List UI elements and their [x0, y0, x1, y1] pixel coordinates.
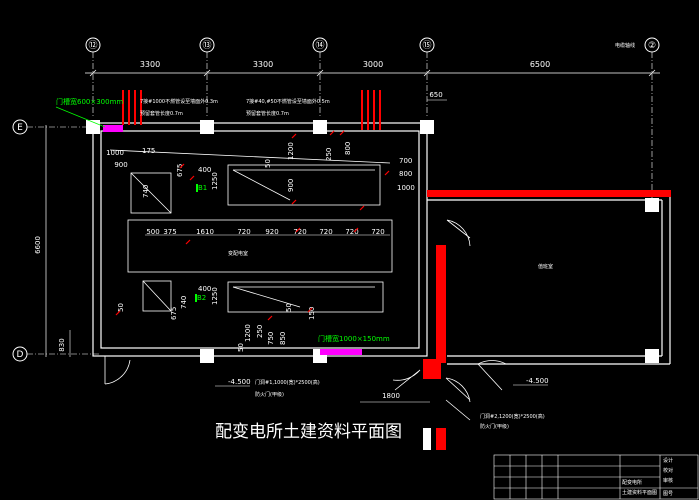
axis-bubble-12: ⑫ — [85, 37, 101, 118]
span-dim-4: 6500 — [530, 60, 550, 69]
axis-label-13: ⑬ — [202, 40, 211, 51]
dim-830: 830 — [58, 338, 66, 351]
red-walls — [423, 190, 671, 450]
dim-850b: 850 — [279, 332, 287, 345]
dim-800b: 800 — [399, 170, 412, 178]
svg-text:E: E — [17, 123, 23, 133]
axis-bubble-14: ⑭ — [312, 37, 328, 118]
outer-walls — [92, 122, 671, 365]
dim-400b: 400 — [198, 285, 211, 293]
title-block-review: 审核 — [663, 477, 673, 484]
row-dim-9: 720 — [371, 228, 384, 236]
span-dim-2: 3300 — [253, 60, 273, 69]
note-top-mid-2: 预留套管长度0.7m — [246, 110, 289, 117]
axis-label-2: ② — [648, 41, 656, 51]
title-block-design: 设计 — [663, 457, 673, 464]
axis-label-12: ⑫ — [88, 40, 97, 51]
label-B2: B2 — [197, 294, 206, 302]
note-top-mid-1: 7接#40,#50不燃管设至墙面外0.5m — [246, 98, 330, 105]
note-top-left-2: 预留套管长度0.7m — [140, 110, 183, 117]
label-B1: B1 — [198, 184, 207, 192]
level-right: -4.500 — [526, 377, 549, 385]
dim-1000: 1000 — [106, 149, 124, 157]
dim-675a: 675 — [176, 164, 184, 177]
equipment-upper — [109, 149, 393, 313]
row-dim-4: 720 — [237, 228, 250, 236]
dim-175: 175 — [142, 147, 155, 155]
dim-740b: 740 — [180, 296, 188, 309]
row-dim-5: 920 — [265, 228, 278, 236]
trench-top-marker — [103, 125, 123, 132]
doors — [104, 219, 507, 421]
row-dim-2: 375 — [163, 228, 176, 236]
svg-text:D: D — [17, 350, 24, 360]
dim-150: 150 — [308, 307, 316, 320]
offset-dim-650: 650 — [429, 91, 442, 99]
dim-675b: 675 — [170, 307, 178, 320]
axis-bubble-15: ⑮ — [419, 37, 435, 118]
dim-1000b: 1000 — [397, 184, 415, 192]
axis-label-15: ⑮ — [422, 40, 431, 51]
note-trench-top: 门槽宽600×300mm — [56, 97, 123, 106]
row-dim-8: 720 — [345, 228, 358, 236]
door-note-right-2: 防火门(甲级) — [480, 423, 509, 430]
dim-50b: 50 — [117, 303, 125, 312]
dim-250a: 250 — [325, 148, 333, 161]
room-label-right: 值班室 — [538, 263, 553, 270]
room-label-main: 变配电室 — [228, 250, 248, 257]
dim-50d: 50 — [285, 303, 293, 312]
dim-700: 700 — [399, 157, 412, 165]
row-dim-1: 500 — [146, 228, 159, 236]
title-block-number: 图号 — [663, 491, 673, 497]
row-dim-3: 1610 — [196, 228, 214, 236]
dim-740a: 740 — [142, 185, 150, 198]
dim-250b: 250 — [256, 325, 264, 338]
note-top-left-1: 7接#1000不燃管设至墙面外0.3m — [140, 98, 218, 105]
drawing-title: 配变电所土建资料平面图 — [215, 422, 402, 442]
dim-50c: 50 — [237, 343, 245, 352]
dim-1250b: 1250 — [211, 287, 219, 305]
dim-1200b: 1200 — [244, 324, 252, 342]
dim-50a: 50 — [264, 159, 272, 168]
dim-800: 800 — [344, 142, 352, 155]
span-dim-3: 3000 — [363, 60, 383, 69]
title-block-check: 校对 — [663, 467, 673, 474]
door-note-right-1: 门洞#2,1200(宽)*2500(高) — [480, 413, 545, 420]
door-note-left-1: 门洞#1,1000(宽)*2500(高) — [255, 379, 320, 386]
red-dim-markers — [115, 130, 390, 321]
dim-400a: 400 — [198, 166, 211, 174]
row-dim-6: 720 — [293, 228, 306, 236]
span-dim-1: 3300 — [140, 60, 160, 69]
dim-750b: 750 — [267, 332, 275, 345]
dim-1200a: 1200 — [287, 142, 295, 160]
level-left: -4.500 — [228, 378, 251, 386]
title-block-name: 土建资料平面图 — [622, 489, 657, 496]
height-dim-6600: 6600 — [34, 236, 42, 254]
dim-900: 900 — [114, 161, 127, 169]
dim-1800: 1800 — [382, 392, 400, 400]
axis-bubble-13: ⑬ — [199, 37, 215, 118]
columns — [86, 120, 659, 363]
door-note-left-2: 防火门(甲级) — [255, 391, 284, 398]
axis-label-14: ⑭ — [315, 40, 324, 51]
title-block-project: 配变电所 — [622, 479, 642, 486]
dim-1250a: 1250 — [211, 172, 219, 190]
row-axis-D: D — [12, 346, 100, 362]
note-trench-bottom: 门槽宽1000×150mm — [318, 334, 390, 343]
row-dim-7: 720 — [319, 228, 332, 236]
grid-note: 电缆轴线 — [615, 42, 635, 49]
trench-bottom-marker — [320, 349, 362, 355]
dim-900b: 900 — [287, 179, 295, 192]
top-dimension-line — [85, 69, 660, 77]
axis-bubble-2: ② — [644, 37, 660, 200]
conduit-pipes — [122, 90, 381, 130]
title-block — [493, 454, 699, 500]
